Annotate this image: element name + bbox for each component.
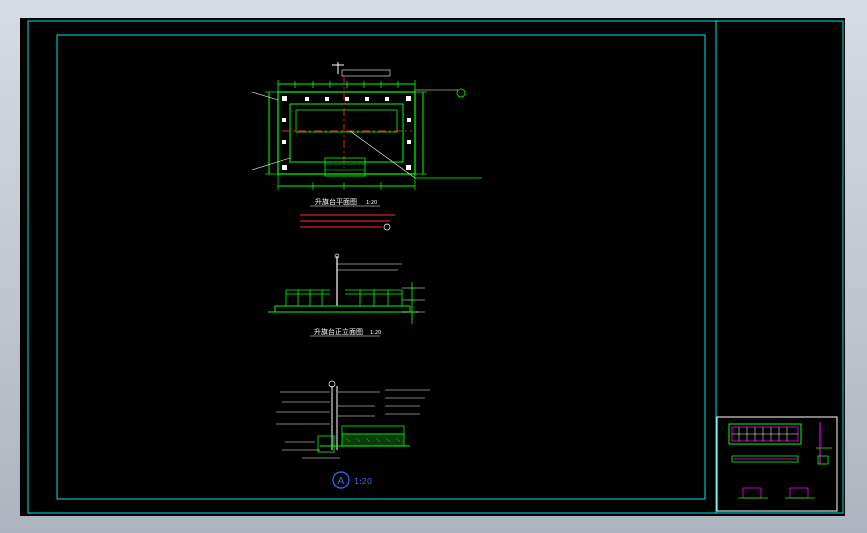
plan-view <box>251 62 482 190</box>
plan-scale: 1:20 <box>366 200 377 206</box>
elevation-title: 升旗台正立面图 <box>314 327 363 336</box>
thumbnail-preview[interactable] <box>716 416 838 512</box>
detail-callout: A 1:20 <box>332 471 372 489</box>
cad-drawing: 升旗台平面图 1:20 <box>27 20 844 514</box>
inner-frame <box>56 34 706 500</box>
plan-notes <box>300 214 395 228</box>
right-panel-frame <box>715 20 844 514</box>
top-dim-ticks <box>294 81 399 88</box>
plan-title: 升旗台平面图 <box>315 197 357 206</box>
detail-scale: 1:20 <box>354 477 372 486</box>
elevation-scale: 1:20 <box>370 330 381 336</box>
note-marker <box>383 223 391 231</box>
section-detail <box>276 380 430 459</box>
detail-symbol: A <box>338 476 345 487</box>
elevation-view <box>268 253 425 324</box>
plan-bollards <box>282 96 411 170</box>
cad-viewport[interactable]: 升旗台平面图 1:20 <box>20 18 845 516</box>
